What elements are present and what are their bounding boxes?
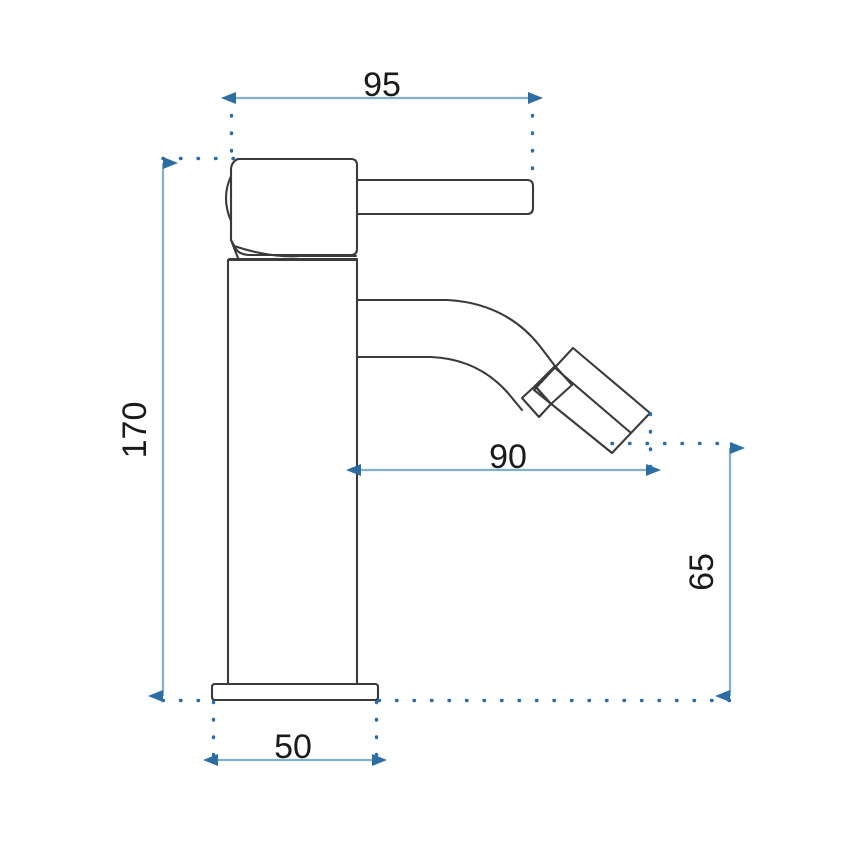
dimension-65: 65	[683, 442, 745, 702]
extension-lines	[161, 96, 733, 760]
faucet-product-drawing	[210, 157, 652, 702]
handle-lever	[354, 178, 535, 216]
handle-skirt-curve	[232, 244, 358, 258]
spout-neck-flange-b	[520, 384, 553, 419]
aerator-head-ridge	[553, 366, 633, 435]
dimension-65-label: 65	[683, 553, 721, 591]
cartridge-housing	[229, 157, 359, 257]
base-plate	[210, 682, 380, 702]
spout-lower-profile	[355, 355, 524, 412]
hub-cap-arc	[224, 174, 233, 223]
dimension-170-label: 170	[116, 402, 154, 459]
spout-neck-flange-a	[533, 364, 574, 406]
body-column	[226, 258, 359, 686]
aerator-head	[532, 346, 652, 455]
spout-upper-profile	[355, 298, 557, 368]
dimension-90-label: 90	[489, 438, 527, 476]
dimension-50-label: 50	[274, 728, 312, 766]
dimension-95: 95	[221, 66, 543, 104]
dimension-95-label: 95	[363, 66, 401, 104]
dimension-170: 170	[116, 157, 178, 702]
handle-skirt	[229, 238, 240, 260]
dimension-90: 90	[346, 438, 661, 476]
dimension-50: 50	[203, 728, 387, 766]
